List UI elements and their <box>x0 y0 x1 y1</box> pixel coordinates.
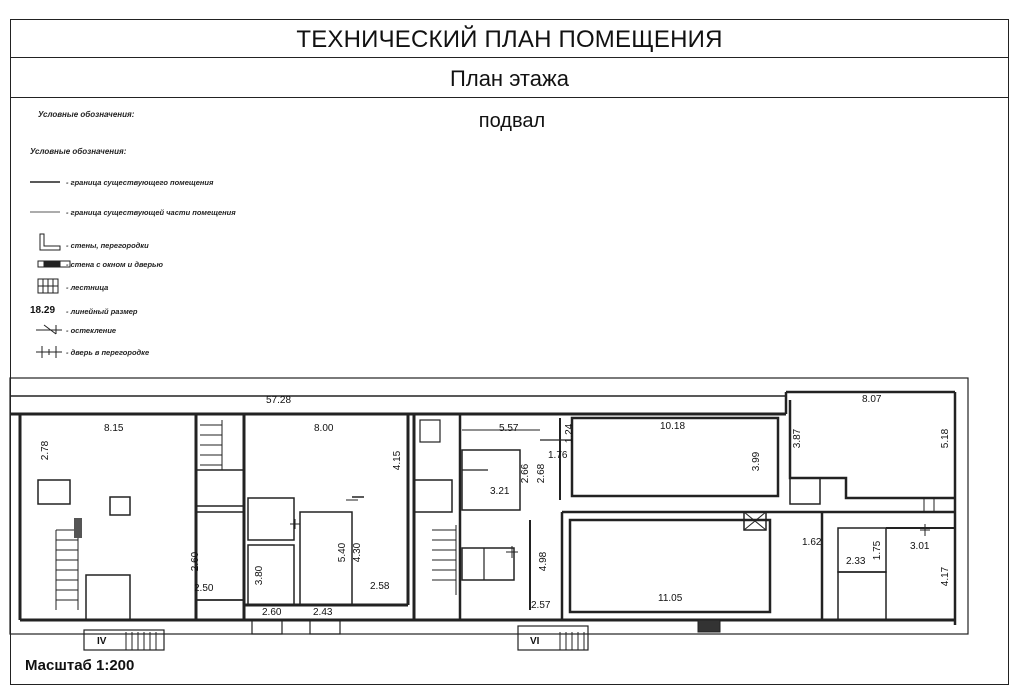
dimension-label: 3.87 <box>792 428 804 449</box>
legend-item-text: - дверь в перегородке <box>66 348 150 357</box>
dimension-label: 2.43 <box>313 607 333 618</box>
dimension-label: 1.24 <box>564 423 576 444</box>
legend-heading-top: Условные обозначения: <box>38 110 135 119</box>
dimension-label: 2.66 <box>520 463 532 484</box>
dimension-label: 5.40 <box>337 542 349 563</box>
dimension-label: 4.98 <box>538 551 550 572</box>
legend-item-text: - граница существующей части помещения <box>66 208 236 217</box>
page-subtitle: План этажа <box>450 66 569 91</box>
legend-item-text: - линейный размер <box>66 307 138 316</box>
glazing-icon <box>36 324 62 335</box>
legend-dimension-sample: 18.29 <box>30 305 56 316</box>
dimension-label: 3.01 <box>910 541 930 552</box>
dimension-label: 11.05 <box>658 593 683 604</box>
dimension-label: 2.58 <box>370 581 390 592</box>
partition-door-icon <box>36 346 62 358</box>
dimension-label: 1.76 <box>548 450 568 461</box>
dimension-label: 2.78 <box>40 440 52 461</box>
wall-window-door-icon <box>37 260 71 268</box>
entrance-marker-iv: IV <box>97 636 107 647</box>
stairs-icon <box>37 278 59 294</box>
legend-item-text: - стена с окном и дверью <box>66 260 163 269</box>
subtitle-divider <box>10 97 1009 98</box>
dimension-label: 4.30 <box>352 542 364 563</box>
dimension-label: 8.07 <box>862 394 882 405</box>
dimension-label: 4.15 <box>392 450 404 471</box>
dimension-label: 2.68 <box>536 463 548 484</box>
dimension-label: 4.17 <box>940 566 952 587</box>
dimension-label: 2.50 <box>194 583 214 594</box>
dimension-label: 1.75 <box>872 540 884 561</box>
page-title: ТЕХНИЧЕСКИЙ ПЛАН ПОМЕЩЕНИЯ <box>296 26 723 53</box>
dimension-label: 2.57 <box>531 600 551 611</box>
legend-heading: Условные обозначения: <box>30 147 127 156</box>
dimension-label: 8.00 <box>314 423 334 434</box>
floor-label: подвал <box>478 110 546 132</box>
dimension-label: 10.18 <box>660 421 686 432</box>
wall-corner-icon <box>39 233 61 251</box>
dimension-label: 3.21 <box>490 486 510 497</box>
entrance-marker-vi: VI <box>530 636 540 647</box>
dimension-label: 57.28 <box>266 395 292 406</box>
header-divider <box>10 57 1009 58</box>
dimension-label: 2.33 <box>846 556 866 567</box>
legend-item-text: - граница существующего помещения <box>66 178 214 187</box>
site-boundary <box>9 377 969 635</box>
dimension-label: 5.18 <box>940 428 952 449</box>
legend-item-text: - стены, перегородки <box>66 241 149 250</box>
drawing-frame <box>10 19 1009 685</box>
dimension-label: 1.62 <box>802 537 822 548</box>
scale-label: Масштаб 1:200 <box>25 657 135 674</box>
dimension-label: 5.57 <box>499 423 519 434</box>
dimension-label: 3.99 <box>751 451 763 472</box>
legend-item-text: - лестница <box>66 283 109 292</box>
legend-item-text: - остекление <box>66 326 117 335</box>
dimension-label: 3.80 <box>254 565 266 586</box>
dimension-label: 2.60 <box>190 551 202 572</box>
dimension-label: 2.60 <box>262 607 282 618</box>
dimension-label: 8.15 <box>104 423 124 434</box>
